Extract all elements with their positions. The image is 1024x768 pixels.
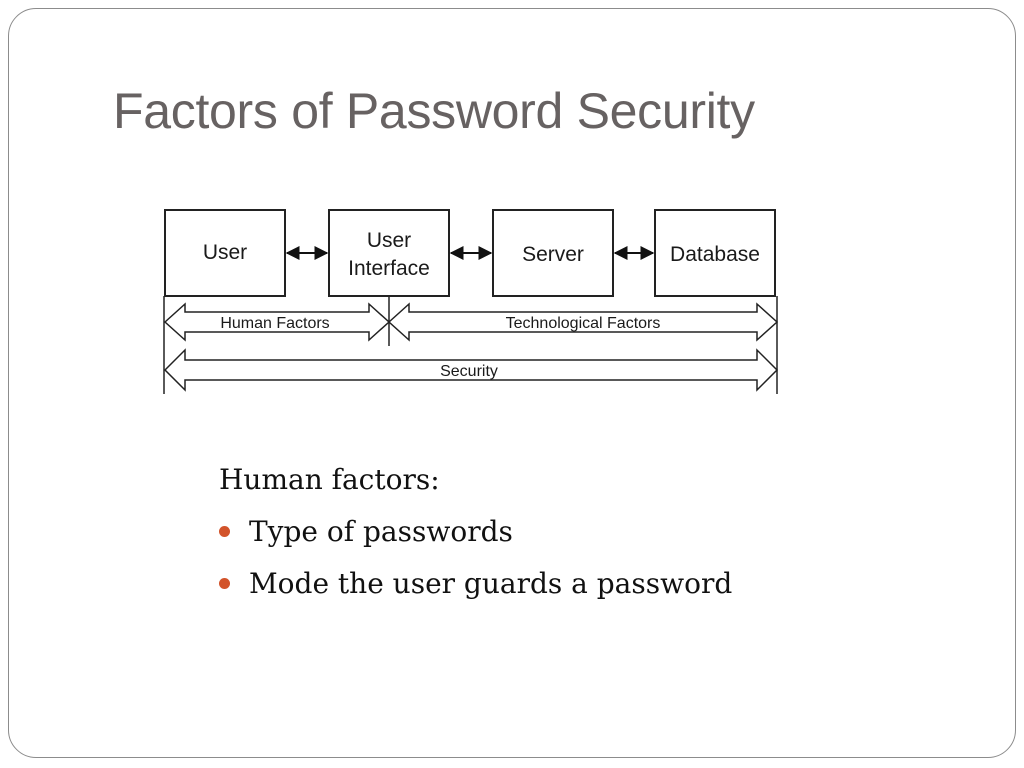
body-heading: Human factors: — [219, 463, 440, 496]
box-user-interface: User Interface — [328, 209, 450, 297]
box-server: Server — [492, 209, 614, 297]
box-user: User — [164, 209, 286, 297]
box-database-label: Database — [670, 243, 760, 266]
band-technological-factors-label: Technological Factors — [506, 315, 661, 332]
body-content: Human factors: Type of passwords Mode th… — [219, 462, 732, 618]
band-security — [163, 348, 779, 392]
list-item: Mode the user guards a password — [219, 566, 732, 602]
slide-frame — [8, 8, 1016, 758]
bullet-dot-icon — [219, 578, 230, 589]
band-human-factors-label: Human Factors — [220, 315, 329, 332]
list-item: Type of passwords — [219, 514, 732, 550]
band-security-label: Security — [440, 363, 498, 380]
slide-title: Factors of Password Security — [113, 83, 755, 139]
box-server-label: Server — [522, 243, 584, 266]
bullet-list: Type of passwords Mode the user guards a… — [219, 514, 732, 602]
band-technological-factors — [387, 302, 779, 342]
bullet-dot-icon — [219, 526, 230, 537]
bullet-text: Type of passwords — [249, 515, 513, 548]
box-database: Database — [654, 209, 776, 297]
bullet-text: Mode the user guards a password — [249, 567, 733, 600]
password-security-diagram: User User Interface Server Database Huma… — [163, 209, 779, 394]
box-user-label: User — [203, 241, 247, 264]
box-user-interface-line1: User — [367, 229, 411, 252]
box-user-interface-line2: Interface — [348, 257, 430, 280]
